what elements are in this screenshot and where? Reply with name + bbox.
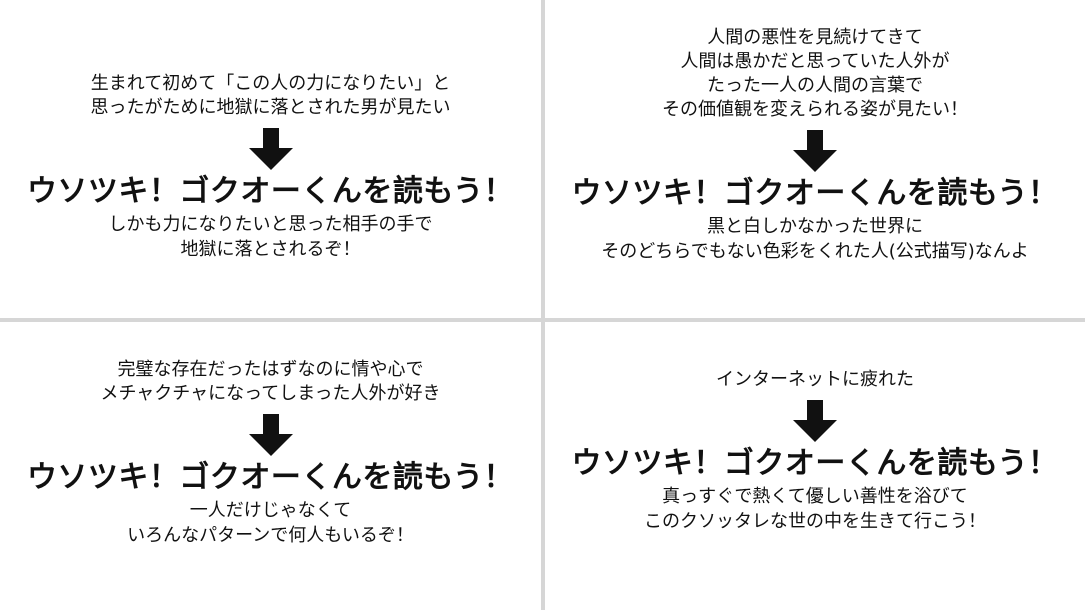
- vertical-divider: [541, 0, 545, 610]
- panel-outro: 一人だけじゃなくて いろんなパターンで何人もいるぞ！: [127, 498, 414, 548]
- panel-intro: 完璧な存在だったはずなのに情や心で メチャクチャになってしまった人外が好き: [100, 358, 440, 406]
- panel-bottom-right: インターネットに疲れた ウソツキ！ゴクオーくんを読もう！ 真っすぐで熱くて優しい…: [545, 322, 1085, 610]
- panel-headline: ウソツキ！ゴクオーくんを読もう！: [26, 174, 515, 209]
- panel-bottom-left: 完璧な存在だったはずなのに情や心で メチャクチャになってしまった人外が好き ウソ…: [0, 322, 541, 610]
- outro-line: このクソッタレな世の中を生きて行こう！: [644, 511, 986, 532]
- panel-headline: ウソツキ！ゴクオーくんを読もう！: [571, 446, 1059, 481]
- outro-line: 地獄に落とされるぞ！: [180, 239, 361, 260]
- horizontal-divider: [0, 318, 1085, 322]
- intro-line: 人間の悪性を見続けてきて: [707, 27, 923, 48]
- intro-line: 生まれて初めて「この人の力になりたい」と: [90, 73, 451, 94]
- down-arrow-icon: [793, 130, 837, 172]
- panel-intro: インターネットに疲れた: [716, 368, 914, 392]
- outro-line: しかも力になりたいと思った相手の手で: [108, 214, 433, 235]
- intro-line: 思ったがために地獄に落とされた男が見たい: [90, 97, 451, 118]
- panel-top-left: 生まれて初めて「この人の力になりたい」と 思ったがために地獄に落とされた男が見た…: [0, 0, 541, 318]
- panel-outro: 黒と白しかなかった世界に そのどちらでもない色彩をくれた人(公式描写)なんよ: [601, 214, 1029, 264]
- down-arrow-icon: [248, 414, 293, 456]
- intro-line: メチャクチャになってしまった人外が好き: [100, 383, 441, 404]
- down-arrow-icon: [248, 128, 293, 170]
- intro-line: その価値観を変えられる姿が見たい！: [662, 99, 968, 120]
- outro-line: 一人だけじゃなくて: [189, 500, 352, 521]
- panel-intro: 生まれて初めて「この人の力になりたい」と 思ったがために地獄に落とされた男が見た…: [91, 72, 451, 120]
- intro-line: たった一人の人間の言葉で: [707, 75, 923, 96]
- outro-line: 黒と白しかなかった世界に: [706, 216, 923, 237]
- outro-line: いろんなパターンで何人もいるぞ！: [127, 525, 414, 546]
- outro-line: 真っすぐで熱くて優しい善性を浴びて: [662, 486, 968, 507]
- intro-line: 人間は愚かだと思っていた人外が: [680, 51, 950, 72]
- panel-outro: 真っすぐで熱くて優しい善性を浴びて このクソッタレな世の中を生きて行こう！: [644, 484, 986, 534]
- panel-intro: 人間の悪性を見続けてきて 人間は愚かだと思っていた人外が たった一人の人間の言葉…: [662, 26, 968, 122]
- outro-line: そのどちらでもない色彩をくれた人(公式描写)なんよ: [601, 241, 1029, 262]
- down-arrow-icon: [793, 400, 837, 442]
- panel-top-right: 人間の悪性を見続けてきて 人間は愚かだと思っていた人外が たった一人の人間の言葉…: [545, 0, 1085, 318]
- panel-outro: しかも力になりたいと思った相手の手で 地獄に落とされるぞ！: [109, 212, 433, 262]
- intro-line: 完璧な存在だったはずなのに情や心で: [117, 359, 424, 380]
- panel-headline: ウソツキ！ゴクオーくんを読もう！: [26, 460, 515, 495]
- panel-headline: ウソツキ！ゴクオーくんを読もう！: [571, 176, 1059, 211]
- intro-line: インターネットに疲れた: [716, 369, 914, 390]
